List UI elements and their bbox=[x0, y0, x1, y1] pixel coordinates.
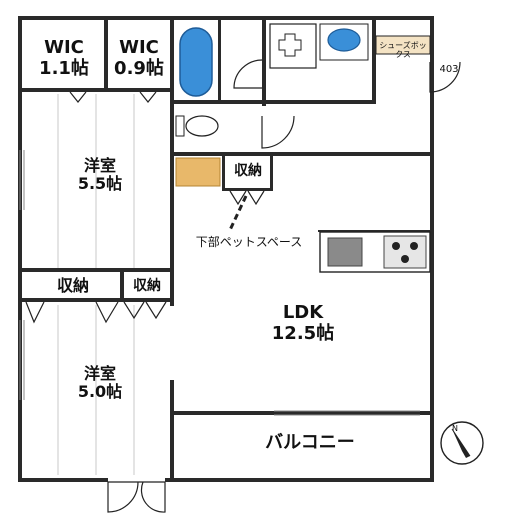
compass-north-letter: N bbox=[452, 424, 458, 433]
compass bbox=[440, 421, 484, 465]
storage-a-label: 収納 bbox=[56, 276, 89, 295]
bathtub bbox=[179, 27, 213, 97]
unit-number: 403 bbox=[439, 64, 459, 75]
shoe-box bbox=[375, 35, 431, 55]
windows bbox=[19, 150, 420, 416]
toilet-icon bbox=[185, 115, 219, 137]
interior-doors bbox=[233, 59, 461, 149]
stove bbox=[383, 235, 427, 269]
pet-space-pointer bbox=[228, 195, 248, 231]
washing-machine bbox=[269, 23, 317, 69]
washer-icon bbox=[278, 33, 302, 57]
wic-door-markers bbox=[69, 91, 157, 103]
entrance-flooring bbox=[175, 157, 221, 187]
floorboard-lines-room1 bbox=[57, 94, 135, 270]
storage-b-label: 収納 bbox=[133, 278, 161, 294]
storage-door-markers bbox=[25, 190, 265, 324]
floorboard-lines-room2 bbox=[57, 305, 135, 475]
toilet-tank bbox=[175, 115, 185, 137]
walls bbox=[18, 16, 434, 482]
shoe-box-label: シューズボックス bbox=[379, 41, 427, 60]
entrance-doors bbox=[107, 481, 166, 513]
storage-c-label: 収納 bbox=[234, 163, 262, 179]
stove-burners bbox=[392, 242, 418, 263]
washbasin bbox=[327, 28, 361, 52]
pet-space-label: 下部ペットスペース bbox=[195, 235, 303, 249]
balcony-label: バルコニー bbox=[265, 432, 355, 453]
kitchen-sink bbox=[327, 237, 363, 267]
